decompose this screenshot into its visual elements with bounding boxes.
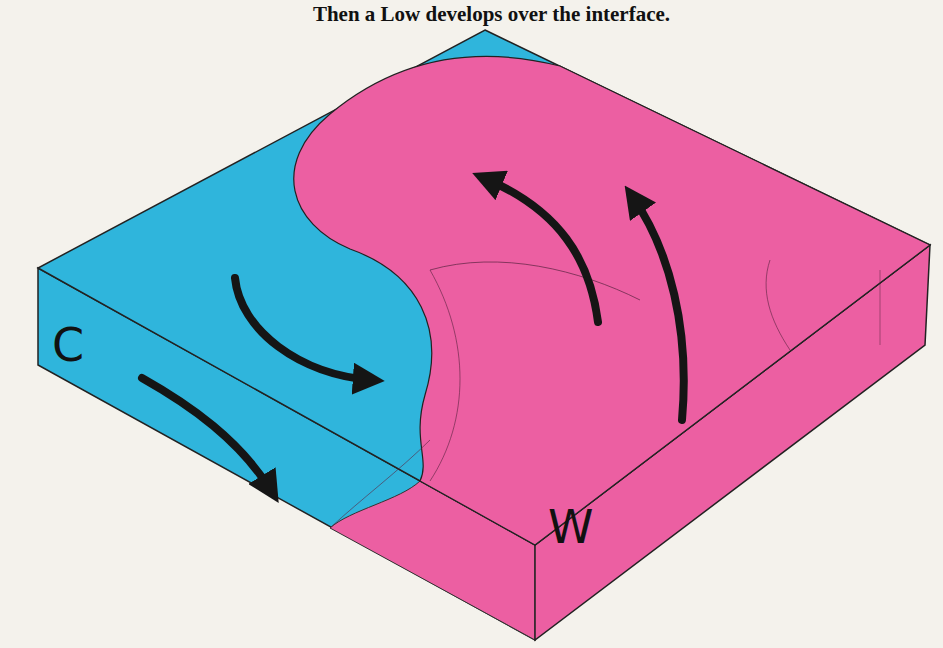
air-mass-label: W — [548, 500, 593, 554]
flow-arrow — [142, 378, 272, 492]
air-mass-label: C — [52, 318, 84, 372]
frontal-surface-line — [430, 262, 640, 300]
warm-air-top — [294, 57, 930, 545]
flow-arrow — [484, 178, 598, 322]
heading: Then a Low develops over the interface. — [313, 2, 670, 27]
frontal-surface-line — [766, 260, 790, 350]
frontal-surface-line — [330, 440, 430, 528]
frontal-surface-line — [880, 270, 881, 345]
flow-arrow — [235, 278, 372, 380]
cold-air-top — [38, 30, 930, 545]
flow-arrow — [632, 196, 684, 420]
frontal-surface-line — [430, 270, 460, 481]
